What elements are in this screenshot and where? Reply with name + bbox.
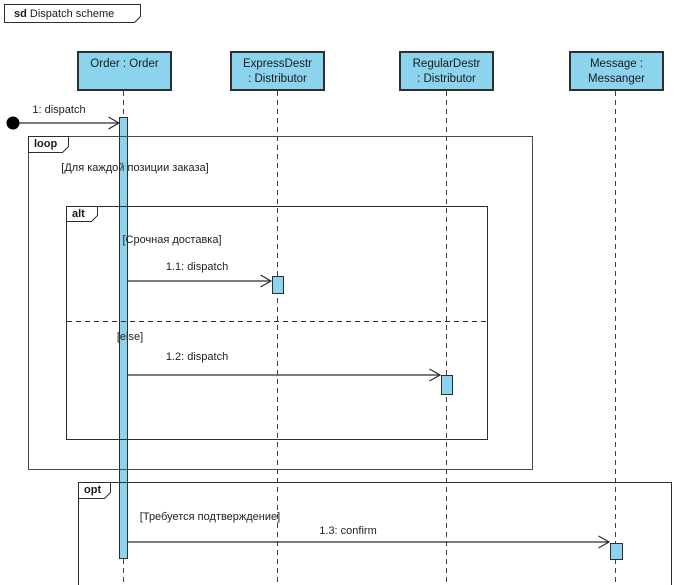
fragment-opt-frame[interactable] — [78, 482, 672, 585]
pentagon-tab-shape — [4, 4, 141, 23]
lifeline-order-stub-bottom — [123, 559, 124, 585]
fragment-opt-operator-tab[interactable]: opt — [78, 482, 111, 499]
found-message-circle — [6, 116, 20, 130]
diagram-title: sd Dispatch scheme — [14, 7, 114, 21]
fragment-loop-operator-tab[interactable]: loop — [28, 136, 69, 153]
message-label-12-dispatch: 1.2: dispatch — [165, 351, 229, 363]
fragment-loop-operator: loop — [34, 138, 58, 150]
participant-message-name-line2: Messanger — [588, 73, 645, 85]
participant-regulardestr-name-line1: RegularDestr — [412, 58, 481, 70]
guard-loop: [Для каждой позиции заказа] — [61, 162, 209, 174]
lifeline-expressdestr — [277, 91, 278, 585]
participant-expressdestr-name-line1: ExpressDestr — [242, 58, 313, 70]
participant-regulardestr[interactable]: RegularDestr : Distributor — [399, 51, 494, 91]
participant-regulardestr-name-line2: : Distributor — [417, 73, 476, 85]
message-label-13-confirm: 1.3: confirm — [319, 525, 377, 537]
activation-regulardestr[interactable] — [441, 375, 453, 395]
fragment-alt-frame[interactable] — [66, 206, 488, 440]
pentagon-tab-shape — [28, 136, 69, 153]
participant-expressdestr-name-line2: : Distributor — [248, 73, 307, 85]
activation-expressdestr[interactable] — [272, 276, 284, 294]
guard-alt-urgent: [Срочная доставка] — [122, 234, 222, 246]
diagram-title-tab[interactable]: sd Dispatch scheme — [4, 4, 141, 23]
lifeline-regulardestr — [446, 91, 447, 585]
fragment-opt-operator: opt — [84, 484, 102, 496]
diagram-title-name: Dispatch scheme — [29, 8, 115, 20]
fragment-alt-operator-tab[interactable]: alt — [66, 206, 98, 222]
message-label-11-dispatch: 1.1: dispatch — [165, 261, 229, 273]
found-message-arrow[interactable] — [6, 116, 121, 130]
participant-expressdestr[interactable]: ExpressDestr : Distributor — [230, 51, 325, 91]
pentagon-tab-shape — [66, 206, 98, 222]
diagram-title-keyword: sd — [14, 8, 27, 20]
lifeline-order-stub-top — [123, 91, 124, 118]
open-arrowhead-icon — [108, 116, 121, 130]
message-label-1-dispatch: 1: dispatch — [32, 104, 86, 116]
fragment-loop-frame[interactable] — [28, 136, 533, 470]
participant-message[interactable]: Message : Messanger — [569, 51, 664, 91]
fragment-alt-operator: alt — [72, 208, 85, 220]
fragment-alt-separator — [67, 321, 487, 322]
pentagon-tab-shape — [78, 482, 111, 499]
participant-order-name-line1: Order : Order — [90, 58, 159, 70]
activation-order[interactable] — [119, 117, 128, 559]
guard-opt: [Требуется подтверждение] — [139, 511, 281, 523]
lifeline-message — [615, 91, 616, 585]
participant-order[interactable]: Order : Order — [77, 51, 172, 91]
guard-alt-else: [else] — [116, 331, 144, 343]
activation-message[interactable] — [610, 543, 623, 560]
participant-message-name-line1: Message : — [589, 58, 644, 70]
